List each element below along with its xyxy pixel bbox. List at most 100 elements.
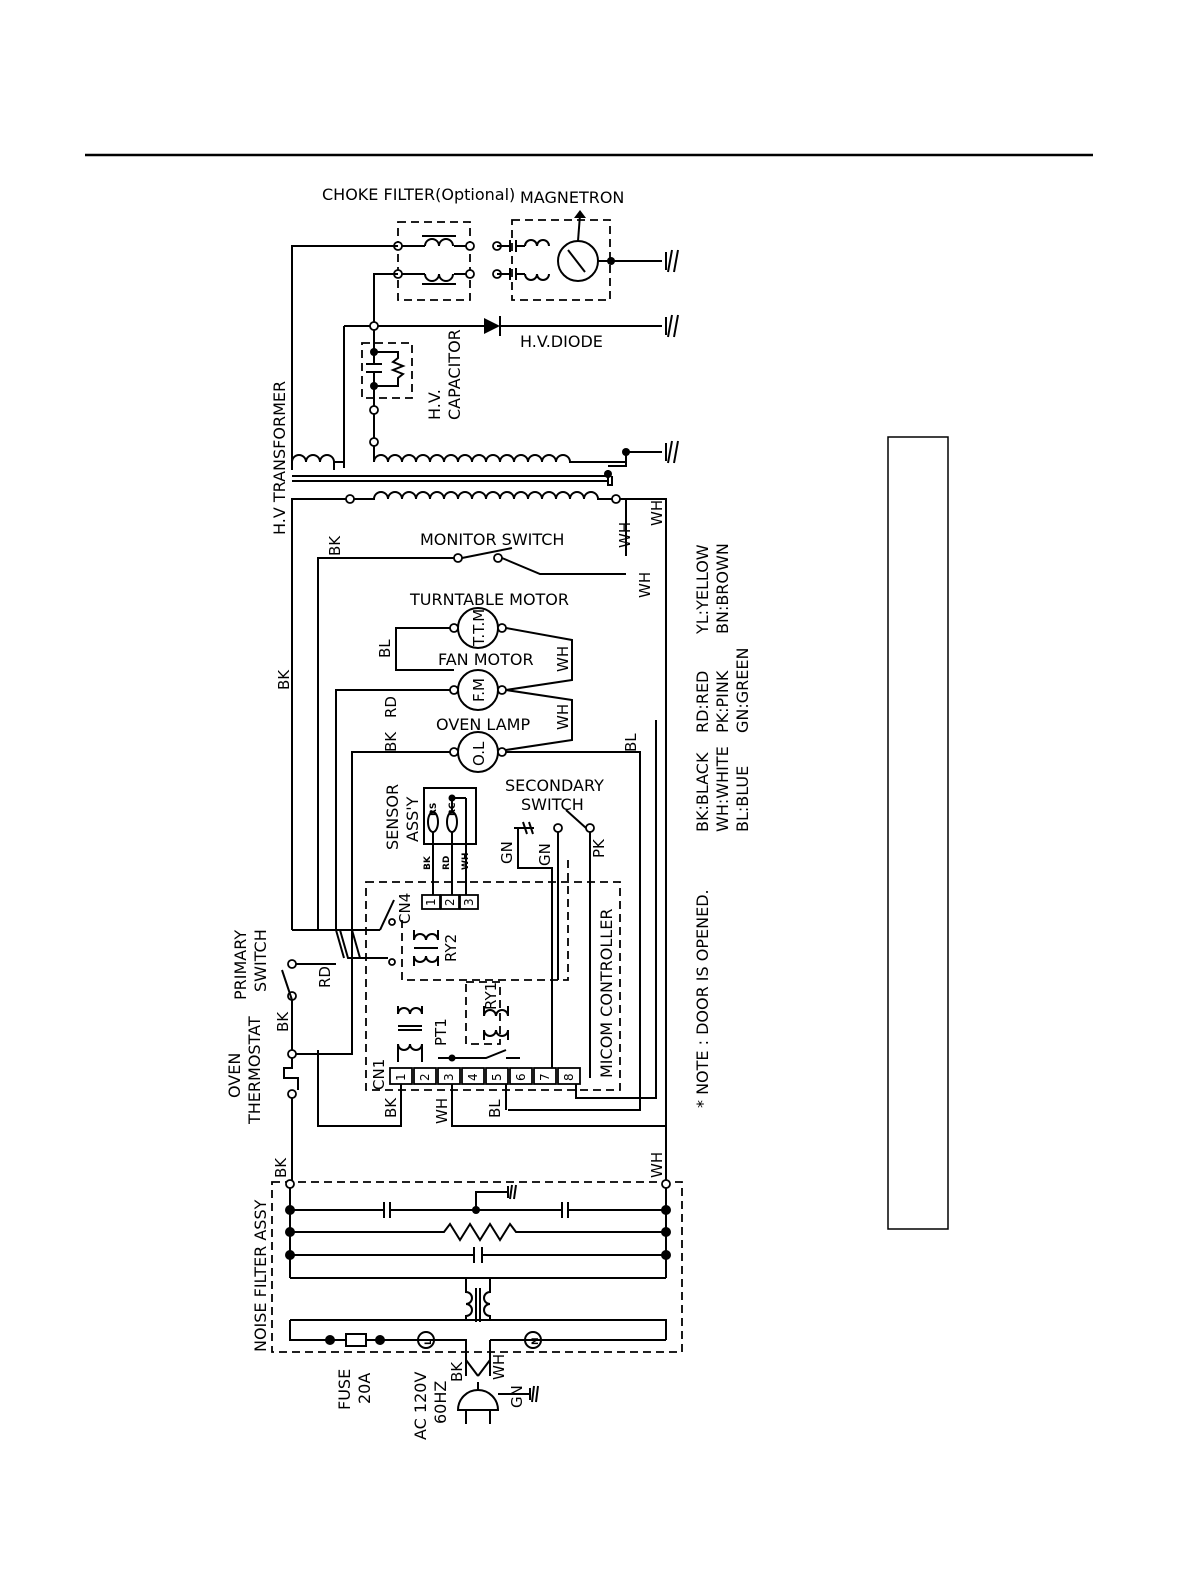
svg-text:WH: WH	[554, 646, 572, 672]
cn4-label: CN4	[396, 893, 414, 924]
legend-wh: WH:WHITE	[713, 746, 732, 832]
svg-text:WH: WH	[461, 853, 471, 870]
svg-text:1: 1	[424, 898, 438, 906]
wire-bk-main	[291, 498, 346, 930]
wire-choke-upper	[291, 245, 398, 470]
cn1-label: CN1	[370, 1059, 388, 1090]
cn1-connector	[389, 1067, 581, 1085]
choke-filter-box	[397, 221, 471, 301]
sensor-assy-label-2: ASS'Y	[403, 796, 422, 842]
svg-text:F.M: F.M	[470, 678, 488, 702]
svg-text:BK: BK	[326, 535, 344, 556]
hv-diode-symbol	[484, 316, 662, 336]
svg-text:BL: BL	[622, 733, 640, 752]
micom-controller-box	[365, 881, 621, 1091]
svg-text:8: 8	[562, 1073, 576, 1081]
svg-text:4: 4	[466, 1073, 480, 1081]
ry2-label: RY2	[442, 934, 460, 962]
ground-icon	[665, 314, 679, 338]
svg-text:2: 2	[443, 898, 457, 906]
hv-diode-label: H.V.DIODE	[520, 332, 603, 351]
ground-icon	[514, 821, 534, 840]
svg-text:BK: BK	[382, 1097, 400, 1118]
secondary-switch-label-1: SECONDARY	[505, 776, 604, 795]
noise-filter-box	[271, 1181, 683, 1353]
svg-text:GN: GN	[508, 1385, 526, 1408]
primary-switch-contact	[281, 969, 293, 1001]
svg-text:BL: BL	[376, 639, 394, 658]
ground-icon	[665, 440, 679, 464]
ry1-box	[465, 981, 501, 1045]
monitor-switch-label: MONITOR SWITCH	[420, 530, 564, 549]
pt1-transformer	[397, 1006, 423, 1062]
ry1-label: RY1	[482, 982, 500, 1010]
secondary-switch-label-2: SWITCH	[521, 795, 584, 814]
svg-text:7: 7	[538, 1073, 552, 1081]
svg-text:2: 2	[418, 1073, 432, 1081]
svg-text:BK: BK	[423, 855, 433, 870]
neutral-terminal-icon	[524, 1331, 542, 1349]
svg-text:PK: PK	[590, 838, 608, 858]
svg-text:WH: WH	[433, 1098, 451, 1124]
primary-switch-label-2: SWITCH	[251, 929, 270, 992]
sensor-assy-label-1: SENSOR	[383, 784, 402, 850]
hv-transformer-label: H.V TRANSFORMER	[270, 381, 289, 535]
ground-icon	[665, 249, 679, 273]
oven-thermostat-symbol	[283, 1058, 299, 1090]
fuse-icon	[345, 1333, 367, 1347]
micom-controller-label: MICOM CONTROLLER	[597, 909, 616, 1078]
fuse-label-1: FUSE	[335, 1369, 354, 1410]
fuse-label-2: 20A	[355, 1373, 374, 1404]
svg-text:O.L: O.L	[470, 741, 488, 766]
svg-text:N: N	[531, 1337, 541, 1345]
svg-text:WH: WH	[490, 1354, 508, 1380]
legend-bl: BL:BLUE	[733, 766, 752, 832]
pt1-label: PT1	[432, 1018, 450, 1046]
noise-filter-assy-label: NOISE FILTER ASSY	[251, 1199, 270, 1352]
svg-text:BK: BK	[448, 1361, 466, 1382]
wire-choke-lower	[373, 273, 398, 326]
svg-text:RC: RC	[448, 802, 458, 816]
legend-rd: RD:RED	[693, 671, 712, 733]
legend-gn: GN:GREEN	[733, 648, 752, 733]
ac-label-1: AC 120V	[411, 1372, 430, 1440]
hv-transformer-symbol	[291, 446, 662, 500]
svg-text:L: L	[424, 1339, 434, 1345]
svg-text:6: 6	[514, 1073, 528, 1081]
hv-capacitor-label-2: CAPACITOR	[445, 329, 464, 420]
magnetron-label: MAGNETRON	[520, 188, 624, 207]
choke-filter-label: CHOKE FILTER(Optional)	[322, 185, 515, 204]
ac-plug-icon	[456, 1340, 539, 1424]
choke-filter-coils	[398, 235, 470, 285]
secondary-switch-contact	[565, 809, 587, 829]
blank-panel	[887, 436, 949, 1230]
svg-text:RD: RD	[382, 696, 400, 718]
legend-yl: YL:YELLOW	[693, 544, 712, 635]
oven-thermostat-label-1: OVEN	[225, 1053, 244, 1098]
svg-text:WH: WH	[616, 522, 634, 548]
svg-text:GN: GN	[498, 841, 516, 864]
svg-text:WH: WH	[648, 1152, 666, 1178]
legend-bk: BK:BLACK	[693, 752, 712, 832]
svg-text:WH: WH	[648, 500, 666, 526]
svg-text:WH: WH	[554, 704, 572, 730]
svg-text:3: 3	[442, 1073, 456, 1081]
hv-capacitor-label-1: H.V.	[425, 389, 444, 420]
sensor-elements	[427, 797, 467, 895]
svg-text:5: 5	[490, 1073, 504, 1081]
svg-text:WH: WH	[636, 572, 654, 598]
svg-text:BK: BK	[272, 1157, 290, 1178]
magnetron-box	[511, 219, 611, 301]
svg-text:RS: RS	[429, 803, 439, 816]
primary-switch-label-1: PRIMARY	[231, 930, 250, 1000]
legend-bn: BN:BROWN	[713, 543, 732, 634]
svg-text:RD: RD	[316, 966, 334, 988]
oven-lamp-label: OVEN LAMP	[436, 715, 530, 734]
svg-text:BK: BK	[274, 1011, 292, 1032]
hv-capacitor-box	[361, 342, 413, 399]
ry1-relay	[483, 1006, 509, 1040]
line-terminal-icon	[417, 1331, 435, 1349]
svg-text:1: 1	[394, 1073, 408, 1081]
ry2-relay	[292, 899, 439, 966]
